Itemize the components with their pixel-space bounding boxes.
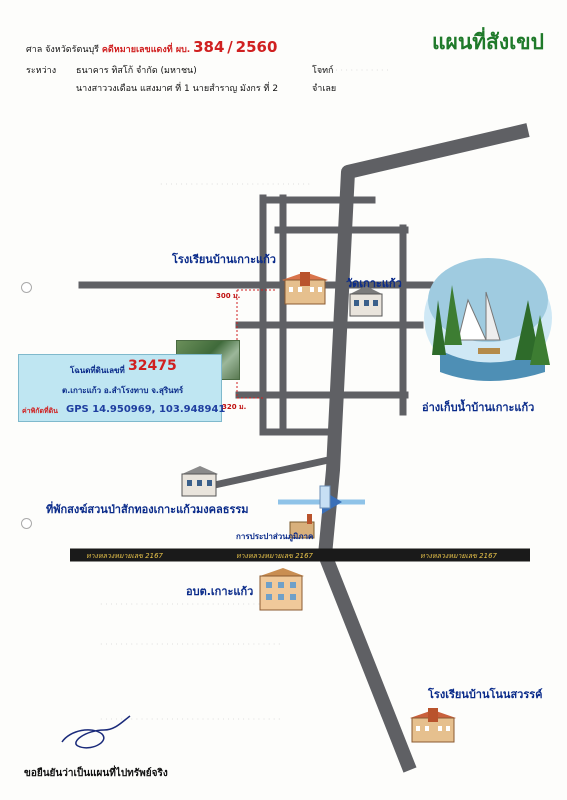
label-sao-office: อบต.เกาะแก้ว [186, 585, 254, 598]
faint-bg-text: · · · · · · · · · · · · · · · · · · · · … [100, 600, 281, 609]
highway-label: ทางหลวงหมายเลข 2167 [236, 552, 313, 560]
faint-bg-text: · · · · · · · · · · · · · · · · · · · · … [100, 640, 281, 649]
faint-bg-text: · · · · · · · · · · · · · · · · · · · · … [100, 715, 281, 724]
label-temple: วัดเกาะแก้ว [346, 277, 402, 290]
punch-hole [21, 518, 32, 529]
label-monk-camp: ที่พักสงฆ์สวนป่าสักทองเกาะแก้วมงคลธรรม [46, 503, 249, 516]
plaintiff-role: โจทก์ [312, 66, 334, 76]
label-school-top: โรงเรียนบ้านเกาะแก้ว [172, 253, 276, 266]
distance-north: 300 ม. [216, 292, 241, 300]
coord-label: ค่าพิกัดที่ดิน [22, 407, 58, 415]
defendants-names: นางสาววงเดือน แสงมาศ ที่ 1 นายสำราญ มังก… [76, 84, 279, 94]
page-title: แผนที่สังเขป [432, 30, 544, 54]
certification-text: ขอยืนยันว่าเป็นแผนที่ไปทรัพย์จริง [24, 768, 168, 779]
property-location: ต.เกาะแก้ว อ.สำโรงทาบ จ.สุรินทร์ [62, 386, 184, 395]
property-info-box [18, 354, 222, 422]
case-number: 384 [193, 38, 225, 56]
label-waterworks: การประปาส่วนภูมิภาค [236, 532, 314, 541]
court-label: ศาล จังหวัดรัตนบุรี [26, 45, 100, 55]
main-road [318, 123, 530, 773]
waterworks-building [289, 514, 315, 539]
school-top-building [282, 272, 328, 305]
canal-crossing [278, 485, 365, 514]
highway-label: ทางหลวงหมายเลข 2167 [86, 552, 163, 560]
temple-building [349, 286, 383, 317]
local-roads [78, 194, 434, 491]
faint-bg-text: · · · · · · · · · · · · · · [320, 66, 389, 75]
title-deed-number: 32475 [128, 358, 177, 374]
between-label: ระหว่าง [26, 66, 57, 76]
case-label: คดีหมายเลขแดงที่ ผบ. [101, 45, 191, 55]
title-deed-label: โฉนดที่ดินเลขที่ [70, 366, 125, 375]
case-year: 2560 [235, 38, 278, 56]
distance-east: 320 ม. [222, 403, 247, 411]
highway-label: ทางหลวงหมายเลข 2167 [420, 552, 497, 560]
monk-camp-building [181, 466, 218, 497]
signature-scribble [61, 715, 131, 749]
gps-coordinates: GPS 14.950969, 103.948941 [66, 404, 226, 415]
reservoir-picture [424, 258, 552, 381]
plaintiff-name: ธนาคาร ทิสโก้ จำกัด (มหาชน) [76, 66, 197, 76]
offset-lines [236, 289, 275, 399]
label-school-bottom: โรงเรียนบ้านโนนสวรรค์ [428, 688, 543, 701]
school-bottom-building [410, 708, 456, 743]
sao-office-building [259, 568, 304, 611]
road-camp [205, 454, 338, 491]
label-reservoir: อ่างเก็บน้ำบ้านเกาะแก้ว [422, 401, 535, 414]
defendant-role: จำเลย [312, 84, 337, 94]
punch-hole [21, 282, 32, 293]
faint-bg-text: · · · · · · · · · · · · · · · · · · · · … [160, 180, 311, 189]
court-case-line: ศาล จังหวัดรัตนบุรี คดีหมายเลขแดงที่ ผบ.… [26, 38, 278, 56]
